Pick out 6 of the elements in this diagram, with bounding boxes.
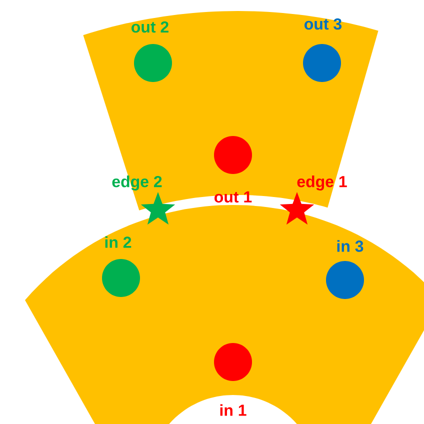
- text-label: in 3: [337, 240, 364, 252]
- text-label: out 3: [304, 18, 342, 30]
- text-label: in 1: [220, 404, 246, 416]
- text-label: edge 1: [297, 176, 347, 190]
- text-label: out 2: [132, 21, 168, 33]
- text-label: in 2: [105, 236, 132, 248]
